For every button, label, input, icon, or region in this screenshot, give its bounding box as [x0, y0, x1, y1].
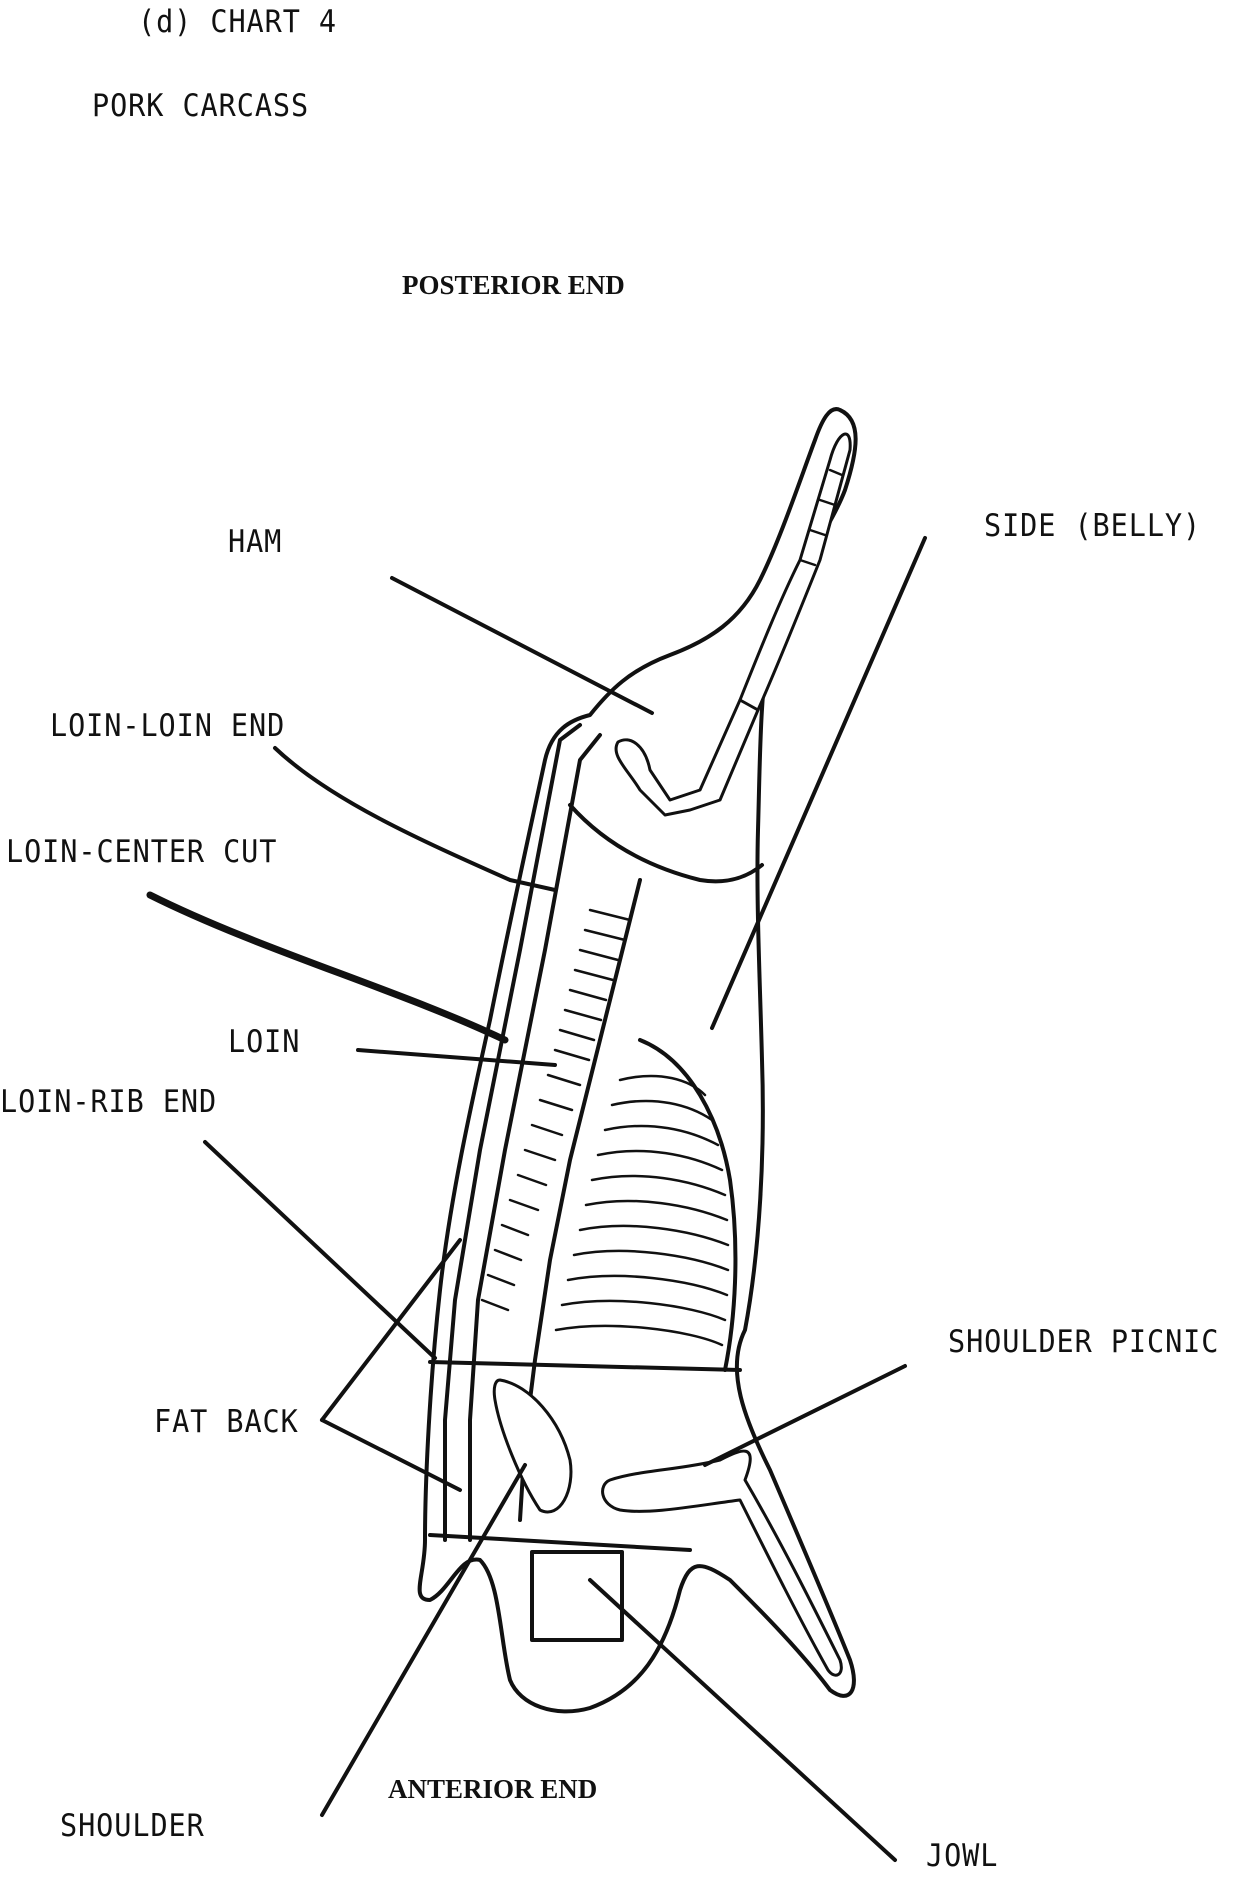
label-loin-loin-end: LOIN-LOIN END: [50, 708, 286, 744]
leader-loin-center-cut: [146, 891, 509, 1044]
picnic-bones: [601, 1449, 843, 1677]
label-loin-center-cut: LOIN-CENTER CUT: [6, 834, 278, 870]
chart-subject: PORK CARCASS: [92, 88, 310, 124]
leader-shoulder: [320, 1463, 527, 1817]
label-loin-rib-end: LOIN-RIB END: [0, 1084, 218, 1120]
leader-jowl: [588, 1578, 897, 1862]
carcass-outline: [417, 407, 858, 1714]
rib-cage-outline: [638, 1038, 738, 1372]
leader-loin: [356, 1048, 557, 1067]
leader-loin-rib-end: [203, 1140, 437, 1360]
shoulder-jowl-division: [428, 1533, 692, 1552]
label-loin: LOIN: [228, 1024, 301, 1060]
anterior-end-label: ANTERIOR END: [388, 1774, 598, 1804]
leader-side-belly: [710, 536, 927, 1030]
posterior-end-label: POSTERIOR END: [402, 270, 625, 300]
label-shoulder: SHOULDER: [60, 1808, 205, 1844]
leader-shoulder-picnic: [703, 1364, 907, 1467]
label-shoulder-picnic: SHOULDER PICNIC: [948, 1324, 1220, 1360]
ribs: [554, 1074, 730, 1347]
back-strip-inner: [468, 733, 602, 1542]
shank-bone: [738, 432, 852, 712]
label-fat-back: FAT BACK: [154, 1404, 299, 1440]
leader-fat-back-2: [320, 1418, 462, 1492]
shoulder-blade: [492, 1378, 573, 1514]
label-ham: HAM: [228, 524, 283, 560]
ham-loin-division: [568, 803, 764, 884]
femur-bone: [614, 693, 760, 817]
chart-id: (d) CHART 4: [138, 4, 338, 40]
label-jowl: JOWL: [926, 1838, 999, 1874]
jowl-box: [530, 1550, 624, 1642]
leader-fat-back-1: [320, 1238, 462, 1422]
leader-loin-loin-end: [273, 746, 557, 892]
shoulder-division: [428, 1360, 742, 1372]
back-strip-outer: [443, 723, 582, 1542]
leader-ham: [390, 576, 654, 715]
spine-vertebrae: [480, 908, 632, 1312]
label-side-belly: SIDE (BELLY): [984, 508, 1202, 544]
foot-bones: [798, 468, 844, 567]
